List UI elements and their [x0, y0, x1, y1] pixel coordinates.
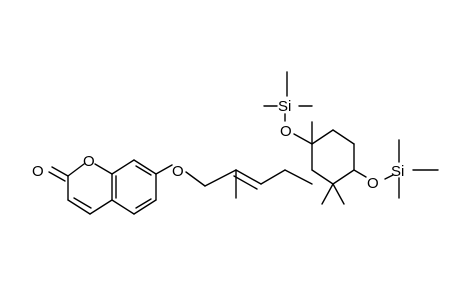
bond [67, 163, 85, 177]
ring-oxygen-label: O [83, 153, 95, 170]
bond [133, 199, 157, 215]
lower-silicon-label: Si [391, 163, 404, 180]
bond [67, 199, 91, 215]
lower-oxygen-label: O [367, 175, 379, 192]
side-chain [155, 164, 313, 199]
bond [311, 169, 334, 185]
bond [233, 175, 258, 190]
bond [260, 169, 286, 185]
bond [353, 169, 367, 178]
pyranone-ring [48, 163, 113, 215]
bond [204, 169, 237, 187]
bond [185, 171, 206, 187]
cyclohexane-ring [311, 121, 355, 205]
carbonyl-oxygen-label: O [32, 163, 44, 180]
bond [89, 199, 113, 215]
bond [94, 163, 113, 175]
upper-silicon-label: Si [278, 98, 291, 115]
bond [332, 169, 355, 185]
bond [321, 183, 334, 205]
bond [111, 199, 135, 215]
bond [284, 169, 313, 185]
upper-oxygen-label: O [280, 123, 292, 140]
upper-trimethylsilyloxy [263, 71, 313, 145]
bond [135, 165, 152, 176]
lower-trimethylsilyloxy [353, 139, 439, 199]
bond [384, 174, 394, 180]
bond [51, 166, 69, 177]
bond [133, 159, 157, 175]
bond [155, 164, 173, 175]
bond [111, 159, 135, 175]
ether-oxygen-label: O [172, 163, 184, 180]
bond [73, 197, 92, 209]
bond [235, 169, 262, 185]
bond [311, 129, 334, 145]
bond [332, 183, 345, 205]
bond [135, 198, 152, 209]
bond [48, 171, 66, 182]
bond [332, 129, 355, 145]
benzene-ring [111, 159, 157, 215]
bond [293, 133, 313, 145]
